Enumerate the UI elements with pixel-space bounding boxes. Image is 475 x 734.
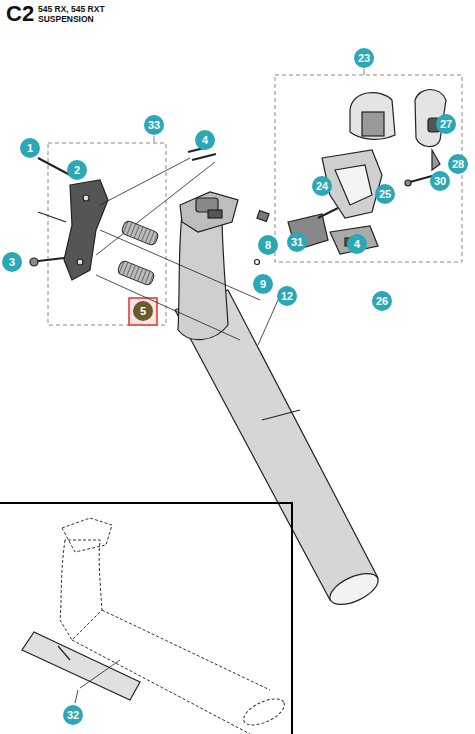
highlight-box <box>129 298 157 325</box>
callout-number: 8 <box>258 235 278 255</box>
shaft-tube <box>175 192 383 611</box>
handle-parts <box>255 90 447 265</box>
callout-number: 23 <box>354 48 374 68</box>
callout-number: 30 <box>430 171 450 191</box>
callout-number: 12 <box>277 286 297 306</box>
group-box <box>275 75 462 262</box>
page-title: C2 <box>6 3 34 25</box>
spring <box>117 220 160 286</box>
callout-number: 24 <box>312 176 332 196</box>
callout-number: 27 <box>436 114 456 134</box>
leader-line <box>364 69 365 75</box>
sleeve-tube <box>22 632 140 703</box>
callout-number: 33 <box>144 115 164 135</box>
callout-number: 9 <box>253 274 273 294</box>
callout-number: 32 <box>63 705 83 725</box>
callout-number: 31 <box>287 232 307 252</box>
callout-number: 2 <box>67 160 87 180</box>
callout-number: 26 <box>372 291 392 311</box>
bracket <box>30 146 260 340</box>
model-label: 545 RX, 545 RXT <box>38 4 105 14</box>
leader-line <box>154 136 155 143</box>
group-box <box>48 143 166 325</box>
callout-number: 25 <box>375 184 395 204</box>
callout-number: 4 <box>347 234 367 254</box>
leader-line <box>258 300 278 345</box>
callout-number: 4 <box>195 130 215 150</box>
callout-number: 28 <box>448 154 468 174</box>
callout-number: 5 <box>133 301 153 321</box>
inset-tube <box>60 518 288 734</box>
callout-number: 3 <box>2 252 22 272</box>
callout-number: 1 <box>20 138 40 158</box>
section-label: SUSPENSION <box>38 14 94 24</box>
inset-frame <box>0 503 292 734</box>
